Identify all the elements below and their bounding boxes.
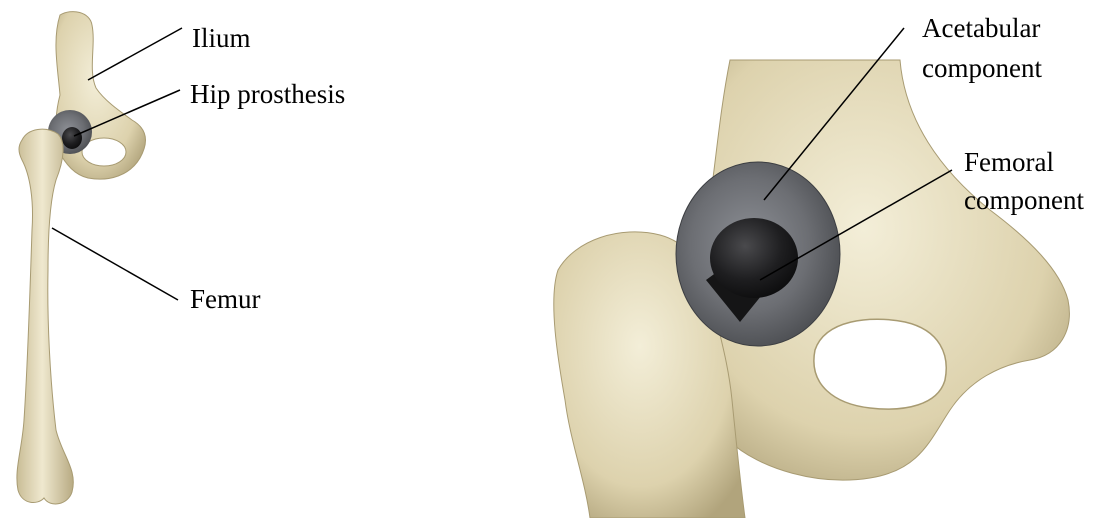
acetabular-component-label-line2: component: [922, 52, 1042, 84]
ilium-label: Ilium: [192, 22, 251, 54]
acetabular-component-label-line1: Acetabular: [922, 12, 1040, 44]
femoral-component-label-line1: Femoral: [964, 146, 1054, 178]
ilium-leader-line: [88, 28, 182, 80]
femoral-component-shape: [710, 218, 798, 298]
right-closeup-view: [554, 60, 1070, 518]
hip-prosthesis-label: Hip prosthesis: [190, 78, 345, 110]
femoral-component-label-line2: component: [964, 184, 1084, 216]
left-skeleton-view: [17, 12, 146, 504]
femur-label: Femur: [190, 283, 261, 315]
femur-leader-line: [52, 228, 178, 300]
left-femur-bone: [17, 129, 73, 504]
right-obturator-hole: [814, 319, 946, 409]
